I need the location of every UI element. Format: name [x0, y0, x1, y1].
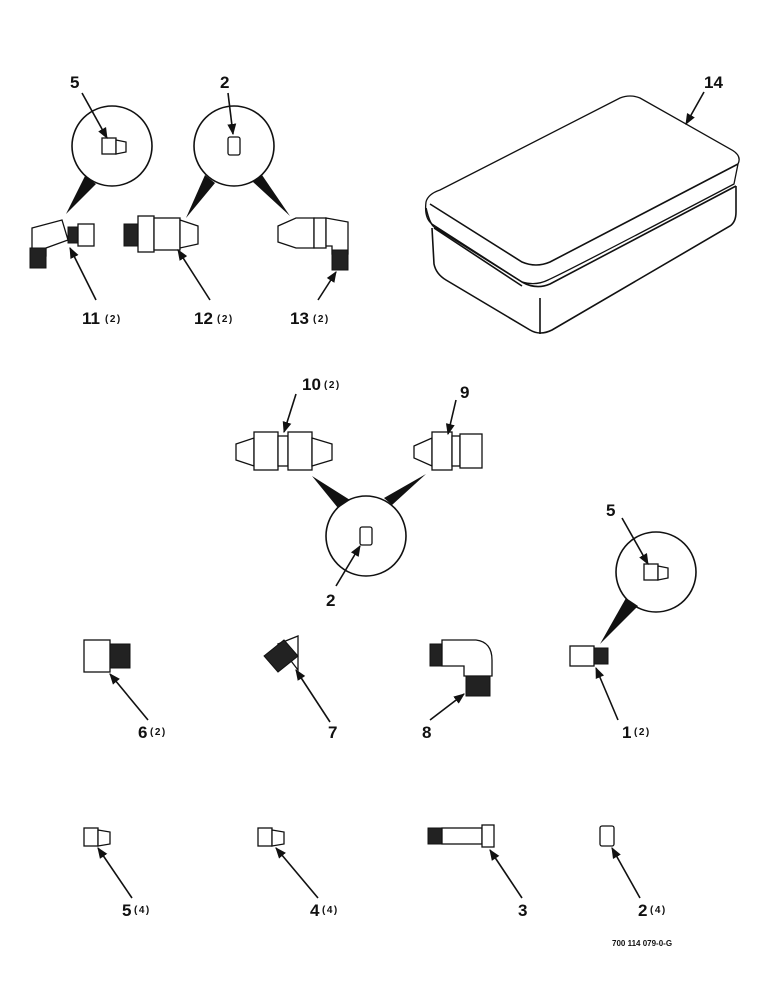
callout-quantity: (2) [150, 727, 167, 738]
fitting-1-connector [569, 645, 609, 667]
callout-9: 9 [460, 383, 469, 402]
callout-5-right: 5 [606, 501, 615, 520]
fitting-7-street-elbow [263, 635, 299, 673]
callout-quantity: (2) [634, 727, 651, 738]
callout-number: 5 [606, 501, 615, 520]
callout-number: 1 [622, 723, 631, 742]
callout-number: 11 [82, 309, 100, 328]
callout-number: 9 [460, 383, 469, 402]
detail-circle-sleeve-2 [186, 105, 290, 218]
leader-lines [69, 91, 705, 899]
callout-5-bottom: 5 (4) [122, 901, 151, 920]
fitting-11-elbow [29, 219, 95, 269]
callout-3: 3 [518, 901, 527, 920]
fitting-13-union-elbow [277, 217, 349, 271]
callout-4: 4 (4) [310, 901, 339, 920]
callout-quantity: (2) [217, 314, 234, 325]
callout-number: 3 [518, 901, 527, 920]
fitting-5-cap [83, 827, 111, 847]
fitting-10-union [235, 431, 333, 471]
callout-5-top: 5 [70, 73, 79, 92]
callout-number: 8 [422, 723, 431, 742]
callout-quantity: (4) [650, 905, 667, 916]
callout-11: 11 (2) [82, 309, 122, 328]
callout-14: 14 [704, 73, 723, 92]
detail-circle-sleeve-2-mid [312, 474, 426, 577]
fitting-6-reducer [83, 639, 131, 673]
callout-number: 2 [326, 591, 335, 610]
detail-circle-cap-5 [66, 105, 153, 214]
callout-number: 6 [138, 723, 147, 742]
fitting-12-union [123, 215, 199, 253]
callout-number: 7 [328, 723, 337, 742]
callout-10: 10 (2) [302, 375, 341, 394]
callout-quantity: (2) [324, 380, 341, 391]
callout-number: 4 [310, 901, 320, 920]
callout-13: 13 (2) [290, 309, 330, 328]
callout-6: 6 (2) [138, 723, 167, 742]
callout-quantity: (4) [322, 905, 339, 916]
callout-number: 12 [194, 309, 213, 328]
fitting-9-adapter [413, 431, 483, 471]
callout-number: 2 [638, 901, 647, 920]
fitting-3-nipple [427, 824, 495, 848]
detail-circle-cap-5-right [600, 531, 697, 644]
callout-quantity: (2) [105, 314, 122, 325]
callout-2-mid: 2 [326, 591, 335, 610]
callout-2-bottom: 2 (4) [638, 901, 667, 920]
callout-number: 5 [122, 901, 131, 920]
callout-number: 10 [302, 375, 321, 394]
callout-number: 13 [290, 309, 309, 328]
callout-number: 5 [70, 73, 79, 92]
callout-7: 7 [328, 723, 337, 742]
storage-box-14 [424, 95, 740, 334]
fitting-8-elbow [429, 639, 493, 697]
callout-12: 12 (2) [194, 309, 234, 328]
fitting-4-cap [257, 827, 285, 847]
callout-quantity: (2) [313, 314, 330, 325]
fitting-2-sleeve [599, 825, 615, 847]
callout-2-top: 2 [220, 73, 229, 92]
figure-code: 700 114 079-0-G [612, 939, 672, 948]
callout-1: 1 (2) [622, 723, 651, 742]
callout-8: 8 [422, 723, 431, 742]
callout-quantity: (4) [134, 905, 151, 916]
callout-number: 14 [704, 73, 723, 92]
callout-number: 2 [220, 73, 229, 92]
